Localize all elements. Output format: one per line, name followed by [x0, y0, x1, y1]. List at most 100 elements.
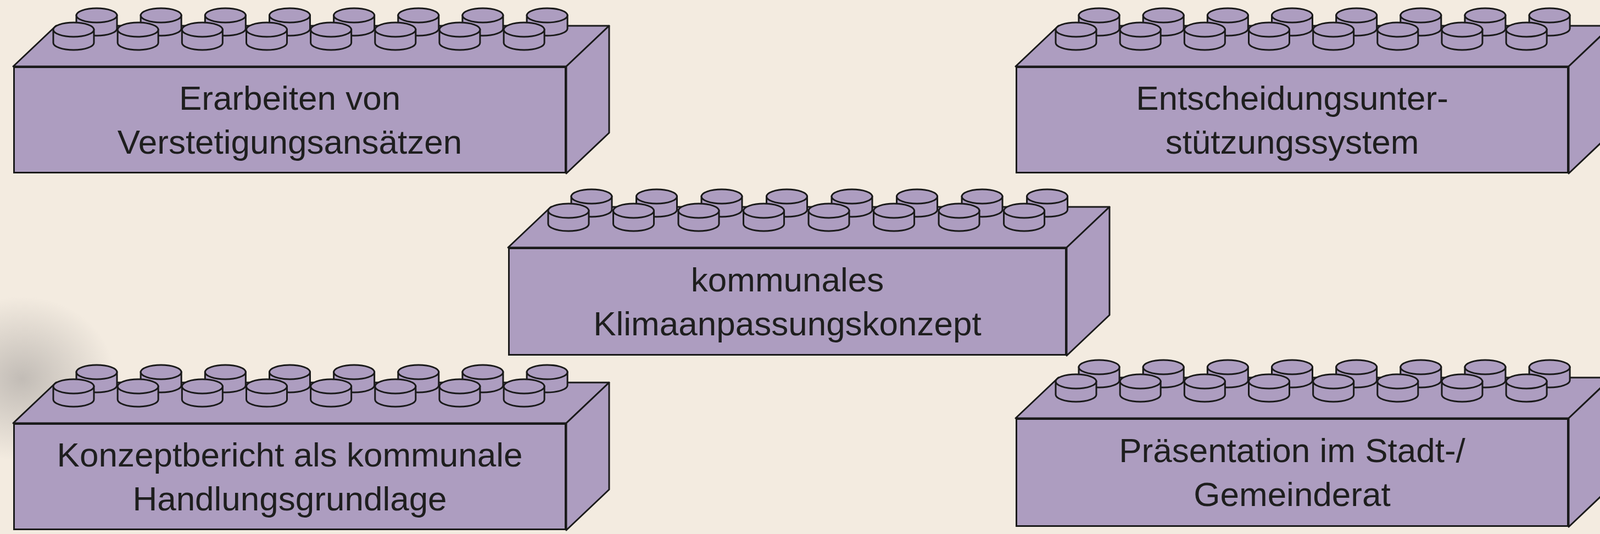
stud-top [76, 365, 117, 380]
brick-side [1066, 207, 1110, 356]
stud-top [117, 379, 159, 394]
stud-top [439, 22, 481, 37]
stud-top [808, 203, 850, 219]
stud-top [1271, 8, 1313, 23]
stud-top [503, 22, 545, 37]
stud-top [896, 189, 938, 204]
stud-top [1464, 360, 1506, 375]
stud-top [140, 365, 182, 380]
stud-top [310, 379, 352, 394]
stud-top [1119, 22, 1161, 37]
stud-top [53, 22, 94, 37]
stud-top [1248, 374, 1290, 389]
stud-top [1336, 8, 1377, 23]
stud-top [1184, 374, 1225, 389]
stud-top [503, 379, 545, 394]
stud-top [1441, 22, 1483, 37]
brick-label: Konzeptbericht als kommunale Handlungsgr… [26, 433, 554, 522]
stud-top [1441, 374, 1483, 389]
stud-top [375, 22, 416, 37]
stud-top [1464, 8, 1506, 23]
brick-side [1568, 25, 1600, 174]
stud-top [1078, 360, 1120, 375]
brick-label: Erarbeiten von Verstetigungsansätzen [70, 76, 510, 165]
stud-top [181, 379, 223, 394]
stud-top [1313, 22, 1354, 37]
brick-box: Präsentation im Stadt-/ Gemeinderat [1015, 418, 1569, 528]
stud-top [1336, 360, 1377, 375]
stud-top [204, 8, 246, 23]
stud-top [1004, 203, 1045, 219]
stud-top [462, 365, 504, 380]
stud-top [1027, 189, 1068, 204]
stud-top [1400, 360, 1442, 375]
stud-top [117, 22, 159, 37]
stud-top [1207, 360, 1248, 375]
stud-top [76, 8, 117, 23]
stud-top [1248, 22, 1290, 37]
stud-top [743, 203, 785, 219]
stud-top [53, 379, 94, 394]
brick-body [1015, 360, 1600, 528]
stud-top [439, 379, 481, 394]
stud-top [1055, 374, 1097, 389]
stud-top [246, 379, 287, 394]
stud-top [1143, 8, 1184, 23]
stud-top [701, 189, 743, 204]
brick-body [1015, 8, 1600, 174]
brick-side [566, 382, 610, 531]
brick-label: Entscheidungsunter- stützungssystem [1072, 76, 1513, 165]
stud-top [333, 8, 375, 23]
stud-top [526, 8, 568, 23]
stud-top [269, 365, 310, 380]
stud-top [571, 189, 612, 204]
stud-top [636, 189, 678, 204]
stud-top [938, 203, 980, 219]
stud-top [375, 379, 416, 394]
stud-top [1529, 360, 1570, 375]
stud-top [766, 189, 808, 204]
stud-top [1119, 374, 1161, 389]
stud-top [310, 22, 352, 37]
stud-top [1184, 22, 1225, 37]
stud-top [1506, 374, 1547, 389]
stud-top [246, 22, 287, 37]
stud-top [1055, 22, 1097, 37]
stud-top [1313, 374, 1354, 389]
stud-top [1143, 360, 1184, 375]
stud-top [140, 8, 182, 23]
stud-top [1400, 8, 1442, 23]
brick-box: Erarbeiten von Verstetigungsansätzen [13, 66, 567, 174]
brick-label: kommunales Klimaanpassungskonzept [567, 258, 1008, 347]
brick-side [1568, 377, 1600, 528]
stud-top [1207, 8, 1248, 23]
stud-top [961, 189, 1003, 204]
stud-top [613, 203, 655, 219]
stud-top [204, 365, 246, 380]
stud-top [462, 8, 504, 23]
brick-label: Präsentation im Stadt-/ Gemeinderat [1072, 428, 1513, 517]
brick-body [13, 8, 610, 174]
stud-top [1271, 360, 1313, 375]
stud-top [1506, 22, 1547, 37]
stud-top [181, 22, 223, 37]
stud-top [678, 203, 719, 219]
brick-box: Konzeptbericht als kommunale Handlungsgr… [13, 423, 567, 531]
brick-body [13, 365, 610, 531]
stud-top [398, 365, 439, 380]
stud-top [526, 365, 568, 380]
brick-box: Entscheidungsunter- stützungssystem [1015, 66, 1569, 174]
stud-top [1377, 22, 1419, 37]
stud-top [831, 189, 873, 204]
stud-top [269, 8, 310, 23]
stud-top [1377, 374, 1419, 389]
stud-top [1529, 8, 1570, 23]
stud-top [873, 203, 915, 219]
stud-top [1078, 8, 1120, 23]
stud-top [398, 8, 439, 23]
brick-body [508, 189, 1110, 356]
brick-side [566, 25, 610, 174]
stud-top [333, 365, 375, 380]
stud-top [548, 203, 589, 219]
